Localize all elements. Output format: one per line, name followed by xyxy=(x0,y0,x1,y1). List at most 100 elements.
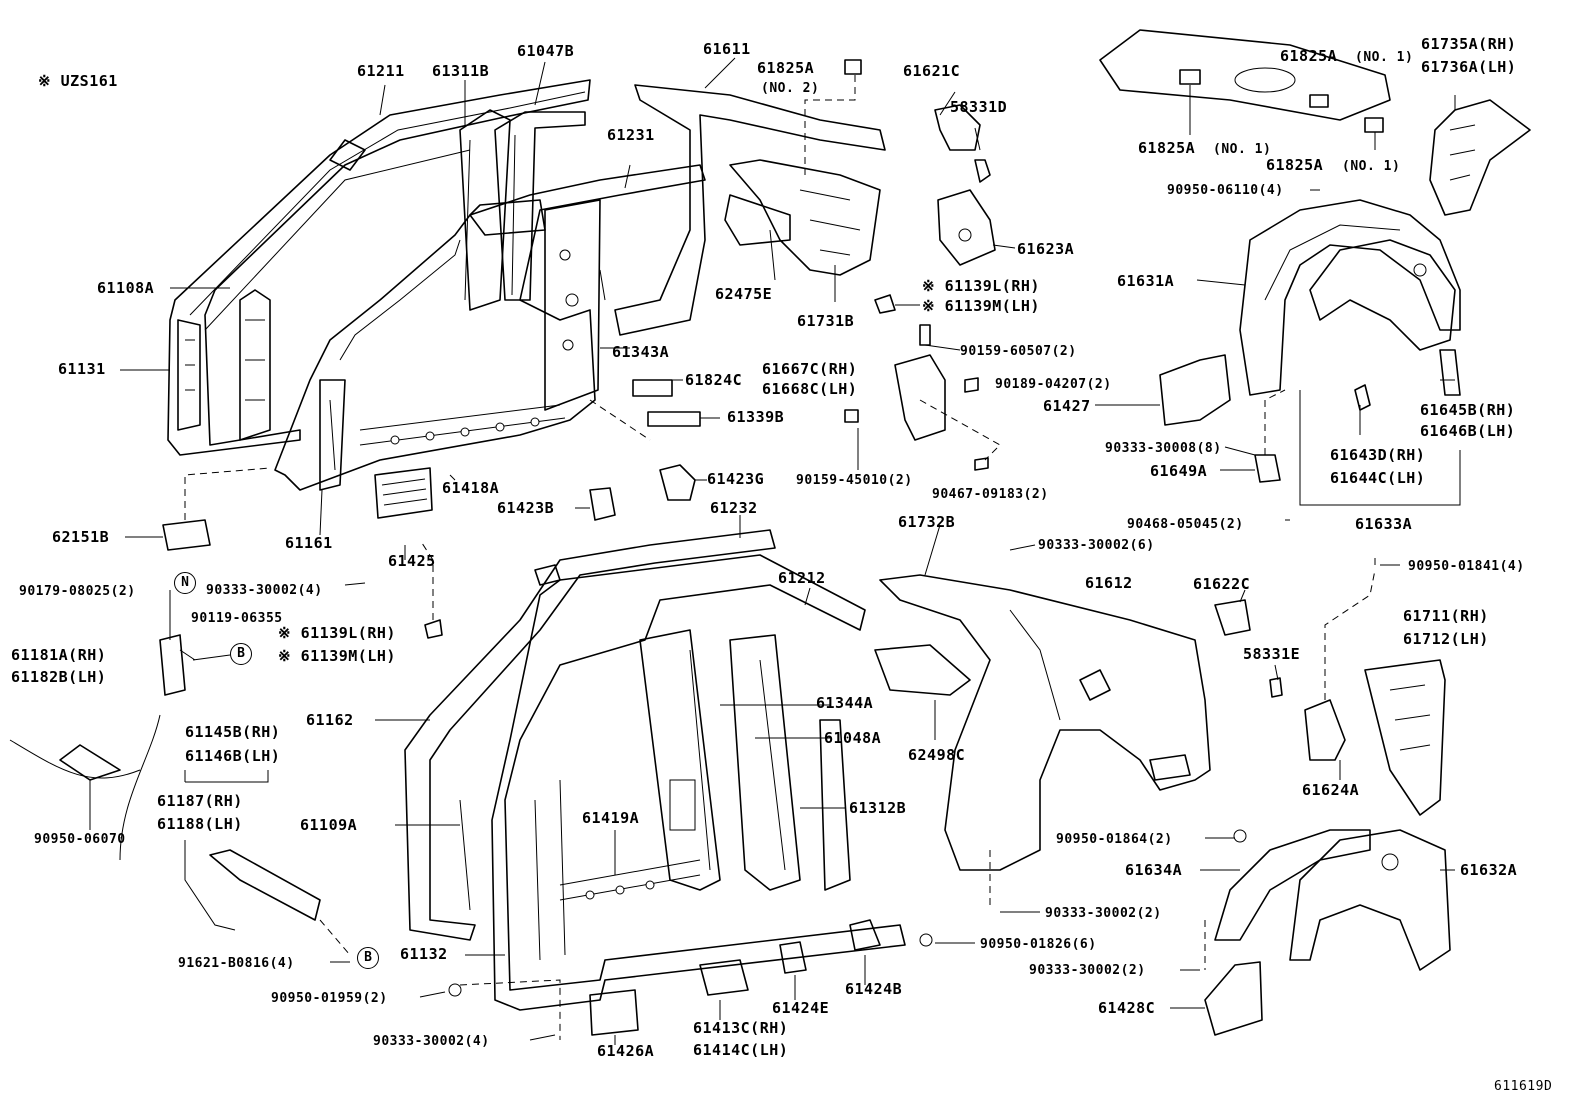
label-61825a-top: 61825A xyxy=(1280,47,1338,65)
label-61621c: 61621C xyxy=(903,62,961,80)
label-61622c: 61622C xyxy=(1193,575,1251,593)
label-61623a: 61623A xyxy=(1017,240,1075,258)
label-61312b: 61312B xyxy=(849,799,907,817)
label-61181a: 61181A(RH) xyxy=(11,646,107,664)
label-61423g: 61423G xyxy=(707,470,765,488)
label-61649a: 61649A xyxy=(1150,462,1208,480)
label-61731b: 61731B xyxy=(797,312,855,330)
label-61624a: 61624A xyxy=(1302,781,1360,799)
label-61414c: 61414C(LH) xyxy=(693,1041,789,1059)
label-90467-09183: 90467-09183(2) xyxy=(932,487,1049,502)
label-90179-08025: 90179-08025(2) xyxy=(19,584,136,599)
label-61644c: 61644C(LH) xyxy=(1330,469,1426,487)
label-61825a-right: 61825A xyxy=(1266,156,1324,174)
center-pillar-upper xyxy=(459,109,586,311)
label-61343a: 61343A xyxy=(612,343,670,361)
label-61825a-top-suffix: (NO. 1) xyxy=(1355,50,1414,65)
label-61187: 61187(RH) xyxy=(157,792,243,810)
label-61311b: 61311B xyxy=(432,62,490,80)
label-90119-06355: 90119-06355 xyxy=(191,611,283,626)
label-90950-06110: 90950-06110(4) xyxy=(1167,183,1284,198)
small-parts-upper xyxy=(162,59,1001,639)
callout-n: N xyxy=(174,572,196,594)
label-61047b: 61047B xyxy=(517,42,575,60)
small-parts-lower xyxy=(9,569,1451,1040)
label-90950-01959: 90950-01959(2) xyxy=(271,991,388,1006)
body-side-inner-panel xyxy=(274,164,706,491)
quarter-panel-inner-upper xyxy=(614,84,886,336)
label-61643d: 61643D(RH) xyxy=(1330,446,1426,464)
label-61139m-upper: ※ 61139M(LH) xyxy=(922,297,1040,315)
label-61736a: 61736A(LH) xyxy=(1421,58,1517,76)
label-61139l-upper: ※ 61139L(RH) xyxy=(922,277,1040,295)
label-61645b: 61645B(RH) xyxy=(1420,401,1516,419)
label-61418a: 61418A xyxy=(442,479,500,497)
label-61131: 61131 xyxy=(58,360,106,378)
label-61667c: 61667C(RH) xyxy=(762,360,858,378)
callout-b-upper: B xyxy=(230,643,252,665)
rear-upper-panel xyxy=(1099,29,1391,150)
label-62151b: 62151B xyxy=(52,528,110,546)
label-58331e: 58331E xyxy=(1243,645,1301,663)
label-61108a: 61108A xyxy=(97,279,155,297)
label-61631a: 61631A xyxy=(1117,272,1175,290)
figure-id: 611619D xyxy=(1494,1079,1553,1094)
label-90333-30002-2b: 90333-30002(2) xyxy=(1029,963,1146,978)
label-91621-b0816: 91621-B0816(4) xyxy=(178,956,295,971)
rear-wheel-housing xyxy=(1159,199,1461,506)
label-61427: 61427 xyxy=(1043,397,1091,415)
label-61339b: 61339B xyxy=(727,408,785,426)
label-62475e: 62475E xyxy=(715,285,773,303)
label-90333-30002-4a: 90333-30002(4) xyxy=(206,583,323,598)
label-61413c: 61413C(RH) xyxy=(693,1019,789,1037)
label-90333-30008: 90333-30008(8) xyxy=(1105,441,1222,456)
label-61825a-right-suffix: (NO. 1) xyxy=(1342,159,1401,174)
note-uzs161: ※ UZS161 xyxy=(38,72,118,90)
label-61825a-no2-suffix: (NO. 2) xyxy=(761,81,820,96)
label-61161: 61161 xyxy=(285,534,333,552)
label-61182b: 61182B(LH) xyxy=(11,668,107,686)
label-62498c: 62498C xyxy=(908,746,966,764)
label-61146b: 61146B(LH) xyxy=(185,747,281,765)
label-61425: 61425 xyxy=(388,552,436,570)
callout-b-lower: B xyxy=(357,947,379,969)
label-61646b: 61646B(LH) xyxy=(1420,422,1516,440)
label-61824c: 61824C xyxy=(685,371,743,389)
label-90950-01864: 90950-01864(2) xyxy=(1056,832,1173,847)
label-61711: 61711(RH) xyxy=(1403,607,1489,625)
label-90950-01841: 90950-01841(4) xyxy=(1408,559,1525,574)
label-61825a-left-suffix: (NO. 1) xyxy=(1213,142,1272,157)
label-90159-45010: 90159-45010(2) xyxy=(796,473,913,488)
label-61732b: 61732B xyxy=(898,513,956,531)
body-side-outer-upper xyxy=(167,79,591,456)
label-61231: 61231 xyxy=(607,126,655,144)
label-61423b: 61423B xyxy=(497,499,555,517)
label-90333-30002-4b: 90333-30002(4) xyxy=(373,1034,490,1049)
label-61048a: 61048A xyxy=(824,729,882,747)
label-90333-30002-6: 90333-30002(6) xyxy=(1038,538,1155,553)
label-61232: 61232 xyxy=(710,499,758,517)
label-90333-30002-2a: 90333-30002(2) xyxy=(1045,906,1162,921)
label-61825a-no2: 61825A xyxy=(757,59,815,77)
label-61424b: 61424B xyxy=(845,980,903,998)
label-58331d: 58331D xyxy=(950,98,1008,116)
label-90468-05045: 90468-05045(2) xyxy=(1127,517,1244,532)
label-61426a: 61426A xyxy=(597,1042,655,1060)
label-61109a: 61109A xyxy=(300,816,358,834)
label-61132: 61132 xyxy=(400,945,448,963)
quarter-panel-outer xyxy=(874,574,1211,871)
label-61633a: 61633A xyxy=(1355,515,1413,533)
label-90950-06070: 90950-06070 xyxy=(34,832,126,847)
label-61139m-lower: ※ 61139M(LH) xyxy=(278,647,396,665)
label-61419a: 61419A xyxy=(582,809,640,827)
label-90950-01826: 90950-01826(6) xyxy=(980,937,1097,952)
body-side-outer-lower xyxy=(404,529,906,1011)
label-61344a: 61344A xyxy=(816,694,874,712)
label-61145b: 61145B(RH) xyxy=(185,723,281,741)
label-61668c: 61668C(LH) xyxy=(762,380,858,398)
label-61611: 61611 xyxy=(703,40,751,58)
label-61712: 61712(LH) xyxy=(1403,630,1489,648)
label-61612: 61612 xyxy=(1085,574,1133,592)
label-61211: 61211 xyxy=(357,62,405,80)
